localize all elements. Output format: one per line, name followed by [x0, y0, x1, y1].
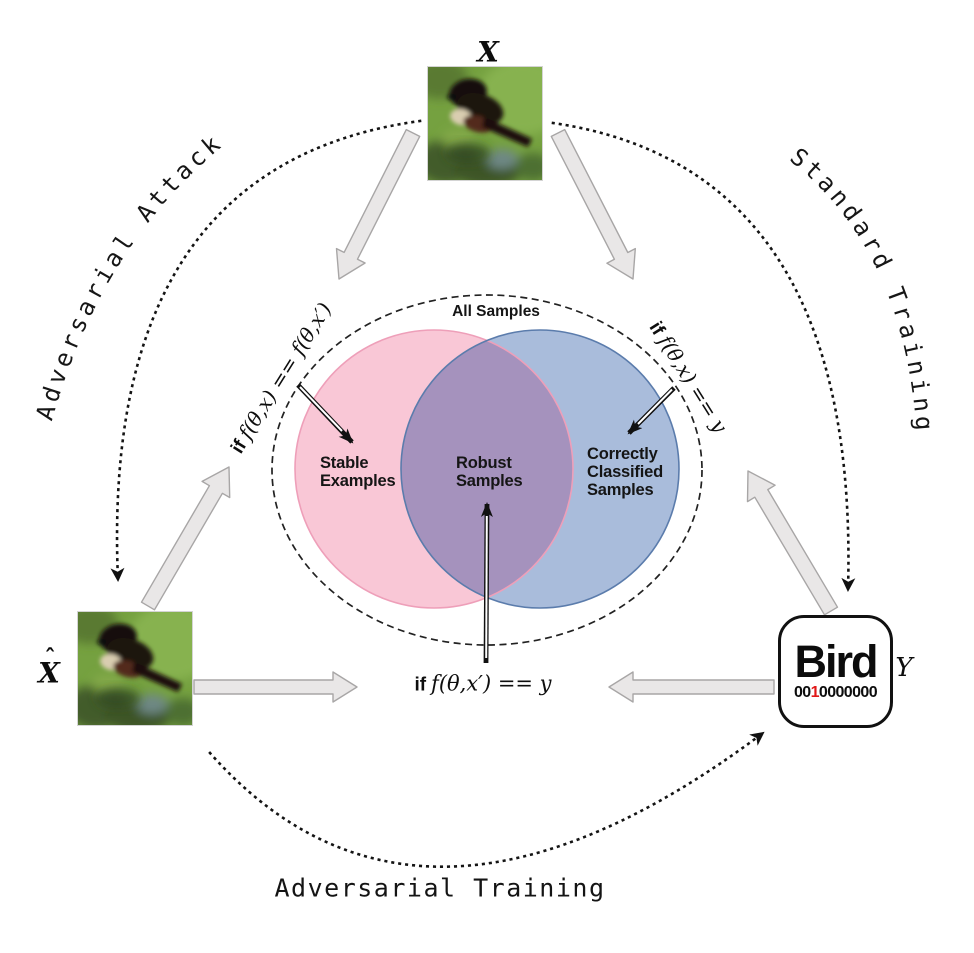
class-name: Bird	[794, 635, 879, 687]
label-output-symbol: Y	[895, 653, 913, 683]
arrow-y-to-venn	[746, 470, 839, 616]
one-hot-vector: 0010000000	[793, 684, 878, 702]
hat-accent: ˆ	[44, 645, 56, 672]
arrow-xhat-to-condition	[193, 671, 358, 703]
arrow-xhat-to-venn	[140, 466, 231, 611]
classified-circle-outline	[400, 329, 680, 609]
all-samples-boundary	[271, 294, 703, 646]
adversarial-attack-label: Adversarial Attack	[31, 128, 229, 424]
one-hot-active-bit: 1	[810, 684, 820, 702]
arrow-x-to-venn-left	[335, 128, 421, 280]
adversarial-attack-arrow	[110, 119, 422, 582]
stable-examples-label: Stable Examples	[320, 454, 396, 490]
standard-training-arrow	[551, 121, 856, 592]
robust-samples-label: Robust Samples	[456, 454, 523, 490]
correctly-classified-label: Correctly Classified Samples	[587, 445, 663, 499]
clean-input-symbol: X	[477, 35, 499, 69]
stable-circle-outline	[294, 329, 574, 609]
adversarial-training-label: Adversarial Training	[274, 873, 606, 903]
all-samples-label: All Samples	[446, 303, 546, 321]
arrow-x-to-venn-right	[550, 128, 636, 280]
condition-pointer-arrows	[296, 383, 676, 664]
standard-training-label: Standard Training	[785, 142, 939, 435]
arrow-y-to-condition	[608, 671, 775, 703]
adversarial-training-arrow	[208, 731, 765, 869]
adversarial-input-photo	[78, 612, 192, 725]
clean-input-photo	[428, 67, 542, 180]
class-label-box: Bird 0010000000	[778, 615, 893, 728]
robust-overlap-region	[401, 330, 573, 608]
